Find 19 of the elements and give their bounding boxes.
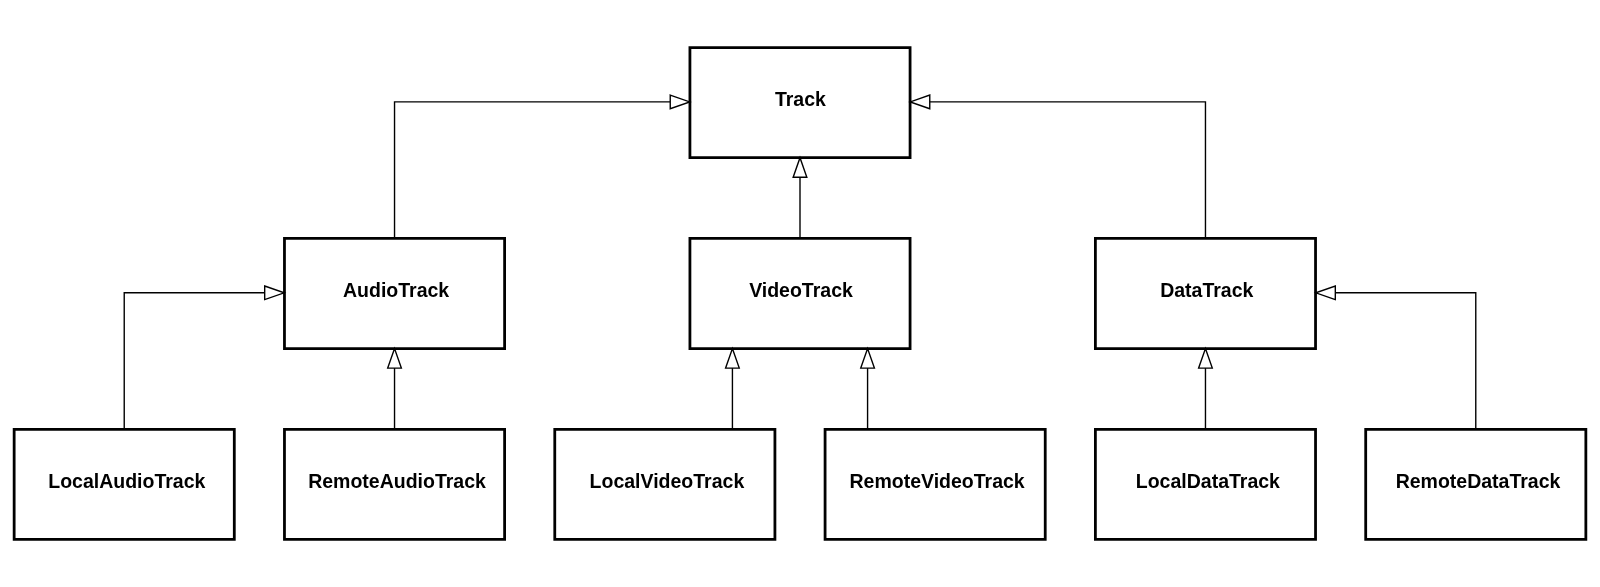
node-box: DataTrack <box>1094 237 1317 350</box>
node-box: Track <box>688 46 912 160</box>
node-box: RemoteAudioTrack <box>283 427 506 541</box>
node-box: VideoTrack <box>688 237 912 350</box>
node-box: RemoteVideoTrack <box>823 427 1047 541</box>
node-box: AudioTrack <box>283 237 506 350</box>
arrow <box>908 94 1207 239</box>
arrow <box>123 285 287 430</box>
arrow <box>859 346 876 430</box>
arrow <box>393 94 692 239</box>
node-box: RemoteDataTrack <box>1364 427 1588 541</box>
arrow <box>792 155 808 239</box>
node-box: LocalVideoTrack <box>553 427 777 541</box>
node-box: LocalDataTrack <box>1094 427 1317 541</box>
arrow <box>1197 346 1214 430</box>
arrow <box>724 346 741 430</box>
arrow <box>1313 285 1477 430</box>
arrow <box>386 346 403 430</box>
node-box: LocalAudioTrack <box>12 427 236 541</box>
